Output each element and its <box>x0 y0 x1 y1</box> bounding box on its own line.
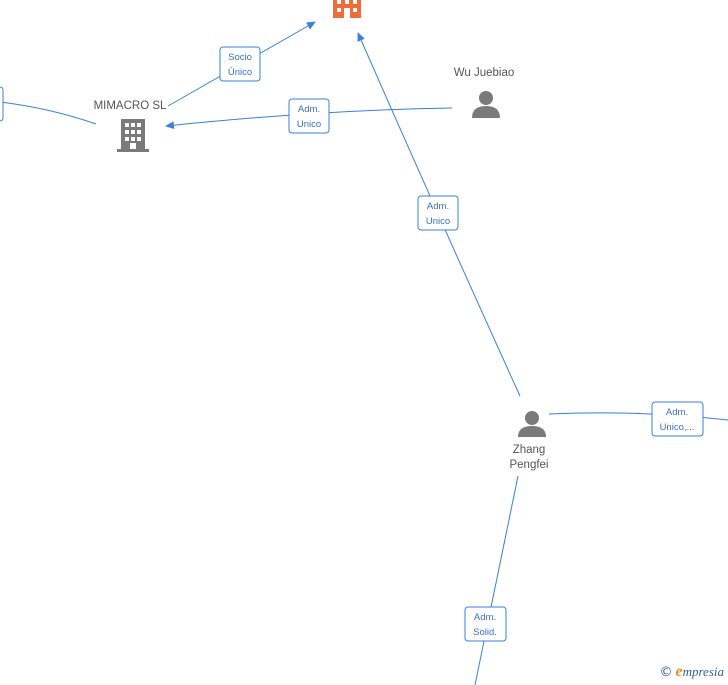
empresia-watermark: ©empresia <box>659 663 724 681</box>
edge-label-line2: Único <box>228 67 252 78</box>
edge-label-line2: Unico <box>297 119 321 130</box>
building-icon <box>117 119 149 152</box>
edge-label-adm-solid[interactable]: Adm. Solid. <box>464 606 507 642</box>
edge-label-line1: Socio <box>228 52 252 63</box>
edge-label-line2: Unico,... <box>660 422 695 433</box>
edge-label-line1: Adm. <box>298 104 320 115</box>
brand-name: mpresia <box>682 664 724 679</box>
brand-initial: e <box>675 663 683 680</box>
edge-label-line2: Solid. <box>473 627 497 638</box>
edge-label-adm-unico-wu[interactable]: Adm. Unico <box>288 98 330 134</box>
person-icon <box>518 411 546 437</box>
node-label-zhang-line2: Pengfei <box>509 459 548 471</box>
edge-zhang-right <box>548 412 728 421</box>
edge-label-line1: Adm. <box>474 612 496 623</box>
edge-label-adm-unico-right[interactable]: Adm. Unico,... <box>651 401 704 437</box>
edge-label-adm-unico-zhang[interactable]: Adm. Unico <box>417 195 459 231</box>
node-zhang-pengfei[interactable]: Zhang Pengfei <box>509 411 549 471</box>
edge-zhang-down <box>474 475 519 685</box>
node-wu-juebiao[interactable]: Wu Juebiao <box>454 67 515 118</box>
edge-left-offscreen <box>0 101 97 125</box>
edge-label-line1: Adm. <box>427 201 449 212</box>
node-label-wu: Wu Juebiao <box>454 67 515 79</box>
node-mimacro[interactable]: MIMACRO SL <box>94 100 167 152</box>
node-label-zhang-line1: Zhang <box>513 444 546 456</box>
edge-label-box-left-offscreen <box>0 86 4 122</box>
edge-label-line2: Unico <box>426 216 450 227</box>
edge-label-line1: Adm. <box>666 407 688 418</box>
person-icon <box>472 91 500 118</box>
node-label-mimacro: MIMACRO SL <box>94 100 167 112</box>
target-company-icon[interactable] <box>333 0 361 18</box>
edge-label-socio-unico[interactable]: Socio Único <box>219 46 261 82</box>
copyright-symbol: © <box>659 665 673 680</box>
